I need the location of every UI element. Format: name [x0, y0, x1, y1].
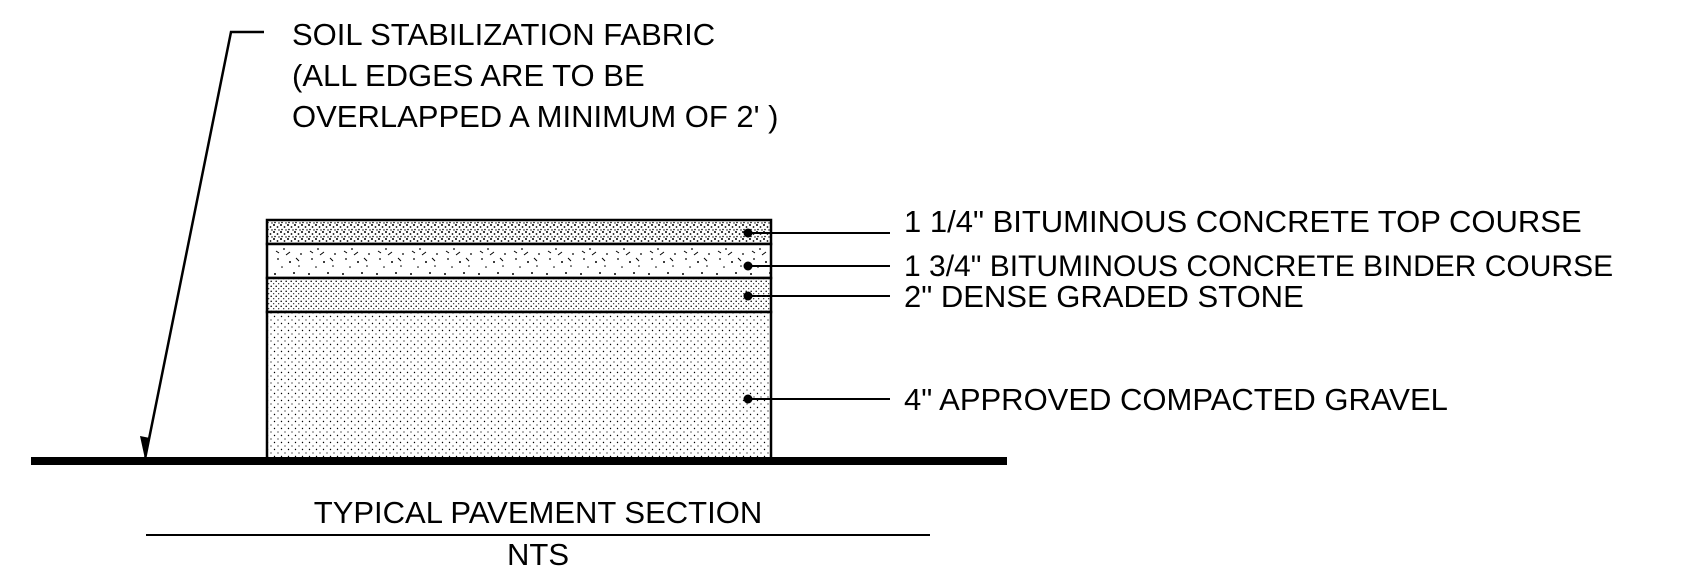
- top-course-leader-dot: [743, 228, 753, 238]
- ground-line: [31, 457, 1007, 465]
- binder-course-layer: [265, 242, 773, 280]
- binder-course-label: 1 3/4" BITUMINOUS CONCRETE BINDER COURSE: [904, 250, 1614, 283]
- fabric-leader-arrowhead: [140, 436, 150, 459]
- dense-stone-label: 2" DENSE GRADED STONE: [904, 279, 1304, 314]
- gravel-leader-dot: [743, 394, 753, 404]
- fabric-note-line-1: SOIL STABILIZATION FABRIC: [292, 17, 716, 52]
- fabric-note-line-3: OVERLAPPED A MINIMUM OF 2' ): [292, 99, 779, 134]
- binder-course-leader-dot: [743, 261, 753, 271]
- gravel-layer: [265, 310, 773, 461]
- drawing-scale: NTS: [507, 537, 569, 572]
- gravel-label: 4" APPROVED COMPACTED GRAVEL: [904, 382, 1448, 417]
- dense-stone-leader-dot: [743, 291, 753, 301]
- drawing-title: TYPICAL PAVEMENT SECTION: [313, 495, 763, 530]
- top-course-label: 1 1/4" BITUMINOUS CONCRETE TOP COURSE: [904, 204, 1582, 239]
- top-course-layer: [265, 218, 773, 246]
- dense-stone-layer: [265, 276, 773, 314]
- fabric-note-line-2: (ALL EDGES ARE TO BE: [292, 58, 645, 93]
- fabric-leader-line: [143, 30, 264, 460]
